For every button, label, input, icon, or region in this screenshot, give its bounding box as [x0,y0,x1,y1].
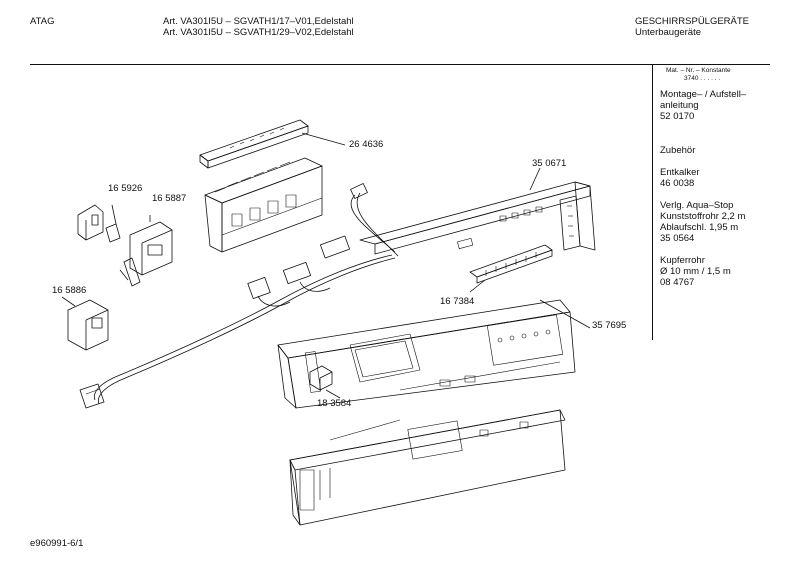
header-divider [30,64,770,65]
part-165926-drawing [77,204,121,243]
brand-name: ATAG [30,16,55,27]
document-id: e960991-6/1 [30,538,84,549]
sidebar-line: Entkalker [660,167,700,178]
part-264636-drawing [199,119,346,253]
part-167384-drawing [469,244,553,293]
sidebar-line: Kupferrohr [660,255,705,266]
part-label-167384: 16 7384 [440,296,475,307]
part-label-165887: 16 5887 [152,193,187,204]
part-183584-drawing [309,365,341,399]
part-357695-drawing [277,299,591,526]
part-165887-drawing [119,215,173,287]
sidebar-line: Ø 10 mm / 1,5 m [660,266,731,277]
sidebar-line: anleitung [660,100,699,111]
sidebar-line: Kunststoffrohr 2,2 m [660,211,746,222]
part-label-165886: 16 5886 [52,285,87,296]
part-165886-drawing [61,296,109,351]
part-label-350671: 35 0671 [532,158,567,169]
sidebar-line: 08 4767 [660,277,695,288]
category-title: GESCHIRRSPÜLGERÄTE [635,16,750,27]
part-350671-drawing [359,167,596,255]
sidebar-line: 46 0038 [660,178,695,189]
sidebar-line: Verlg. Aqua–Stop [660,200,734,211]
sidebar-group-manual: Montage– / Aufstell– anleitung 52 0170 [660,89,746,122]
sidebar-line: 52 0170 [660,111,695,122]
sidebar-line: Montage– / Aufstell– [660,89,747,100]
part-label-183584: 18 3584 [317,398,352,409]
part-label-264636: 26 4636 [349,139,384,150]
sidebar-divider [652,64,653,340]
sidebar-group-accessories: Zubehör [660,145,695,156]
sidebar-line: Zubehör [660,145,696,156]
article-line-2: Art. VA301I5U – SGVATH1/29–V02,Edelstahl [163,27,354,38]
sidebar-group-aqua-stop: Verlg. Aqua–Stop Kunststoffrohr 2,2 m Ab… [660,200,745,244]
subcategory-title: Unterbaugeräte [635,27,702,38]
mat-number-value: 3740 . . . . . . [684,75,721,82]
article-line-1: Art. VA301I5U – SGVATH1/17–V01,Edelstahl [163,16,354,27]
sidebar-line: 35 0564 [660,233,695,244]
sidebar-line: Ablaufschl. 1,95 m [660,222,739,233]
cable-harness-drawing [79,183,399,409]
sidebar-group-copper-pipe: Kupferrohr Ø 10 mm / 1,5 m 08 4767 [660,255,731,288]
mat-number-header: Mat. – Nr. – Konstante [666,67,731,74]
part-label-165926: 16 5926 [108,183,143,194]
part-label-357695: 35 7695 [592,320,627,331]
sidebar-group-descaler: Entkalker 46 0038 [660,167,700,189]
